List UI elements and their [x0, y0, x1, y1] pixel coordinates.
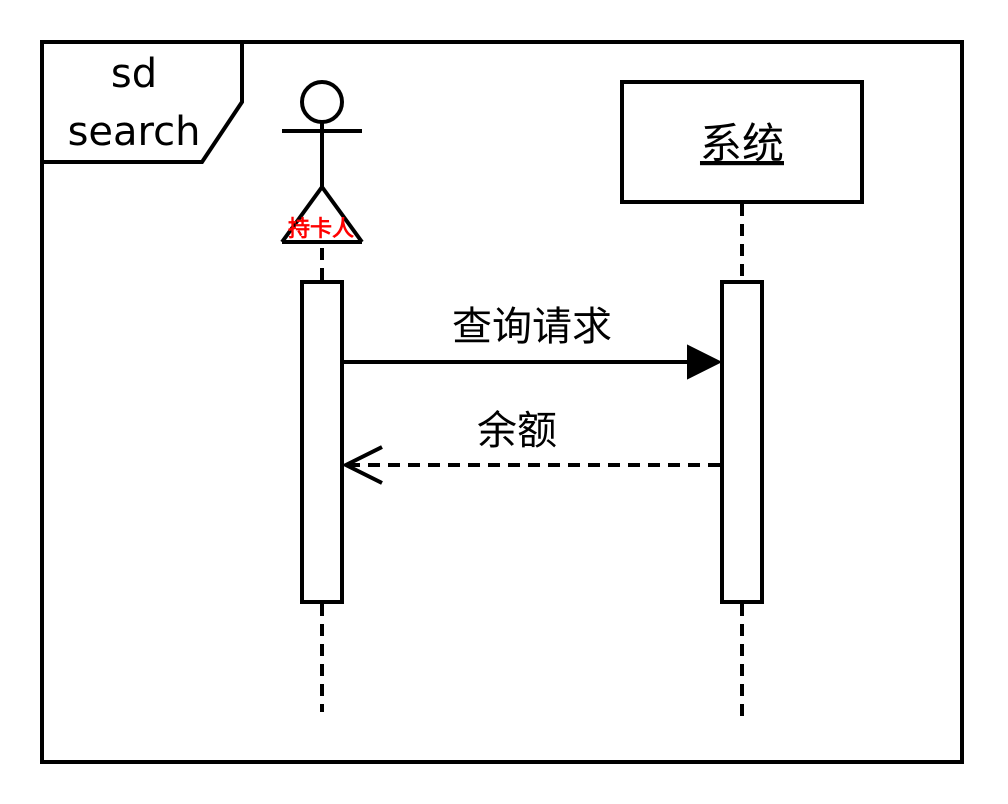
frame-name: search — [68, 109, 201, 155]
frame-name-tab — [42, 42, 244, 164]
actor-label: 持卡人 — [288, 217, 354, 242]
system-label: 系统 — [700, 119, 784, 168]
message-request: 查询请求 — [342, 304, 723, 380]
frame-operator: sd — [111, 51, 157, 97]
system-activation-bar — [720, 280, 764, 604]
open-arrowhead-icon — [341, 445, 383, 485]
message-reply: 余额 — [341, 408, 720, 485]
filled-arrowhead-icon — [687, 344, 723, 380]
actor-icon — [280, 80, 364, 244]
participant-system: 系统 — [620, 80, 864, 718]
request-label: 查询请求 — [452, 304, 612, 350]
actor-activation-bar — [300, 280, 344, 604]
system-box — [620, 80, 864, 204]
reply-label: 余额 — [477, 408, 557, 454]
participant-actor: 持卡人 — [280, 80, 364, 712]
